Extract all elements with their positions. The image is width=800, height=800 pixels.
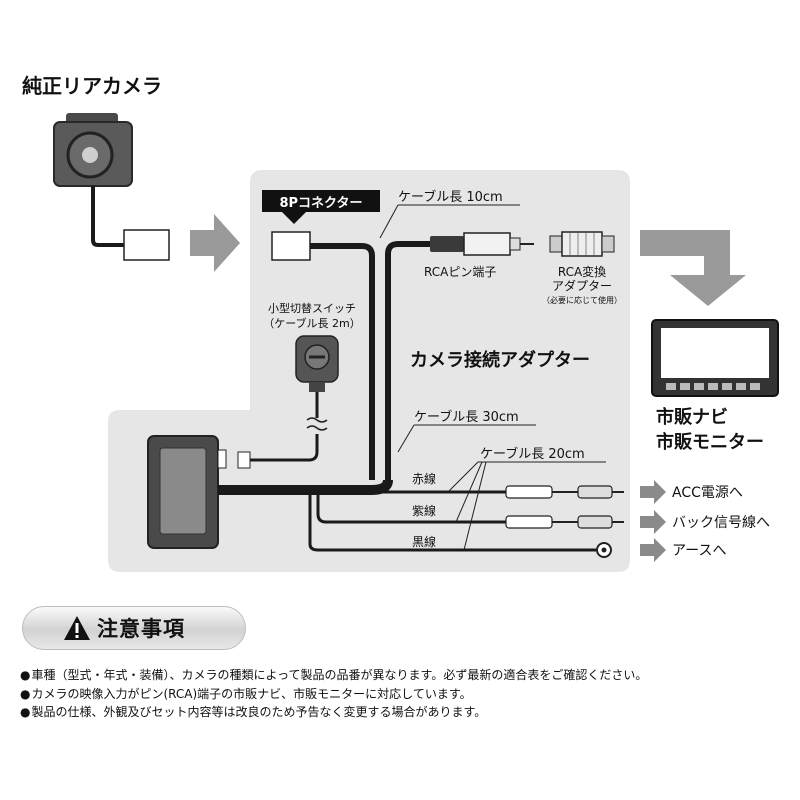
- notice-list: 車種（型式・年式・装備）、カメラの種類によって製品の品番が異なります。必ず最新の…: [20, 666, 780, 722]
- earth-destination: アースへ: [672, 543, 726, 559]
- connector-label: 8Pコネクター: [279, 196, 362, 211]
- rca-adapter-icon: [549, 231, 615, 257]
- red-wire-terminal-icon: [505, 485, 624, 499]
- camera-title: 純正リアカメラ: [22, 74, 162, 98]
- switch-connector: [237, 451, 251, 469]
- back-arrow-icon: [640, 510, 666, 534]
- connector-badge-pointer: [282, 212, 306, 224]
- adapter-8p-connector: [271, 231, 311, 261]
- rca-adapter-label-1: RCA変換: [558, 264, 606, 279]
- switch-icon: [295, 335, 339, 392]
- notice-title-banner: 注意事項: [22, 606, 246, 650]
- switch-cable: [250, 392, 319, 462]
- black-wire-label: 黒線: [412, 534, 436, 549]
- leader-10cm: [379, 204, 399, 239]
- red-wire-label: 赤線: [412, 471, 436, 486]
- warning-icon: [64, 616, 90, 640]
- back-destination: バック信号線へ: [672, 515, 770, 531]
- rca-pin-label: RCAピン端子: [424, 265, 496, 279]
- monitor-label-2: 市販モニター: [656, 431, 764, 453]
- notice-item: 製品の仕様、外観及びセット内容等は改良のため予告なく変更する場合があります。: [20, 703, 780, 722]
- earth-arrow-icon: [640, 538, 666, 562]
- connector-cable: [310, 243, 375, 480]
- leader-30cm: [397, 424, 415, 453]
- acc-arrow-icon: [640, 480, 666, 504]
- purple-wire: [316, 494, 506, 524]
- leader-20cm-c: [463, 461, 487, 551]
- rca-pin-plug-icon: [430, 232, 534, 256]
- rca-adapter-note: （必要に応じて使用）: [542, 295, 622, 305]
- notice-item: カメラの映像入力がピン(RCA)端子の市販ナビ、市販モニターに対応しています。: [20, 685, 780, 704]
- acc-destination: ACC電源へ: [672, 485, 743, 501]
- cable-length-30cm: ケーブル長 30cm: [414, 409, 519, 425]
- arrow-right-icon: [190, 214, 240, 272]
- camera-cable: [91, 186, 124, 247]
- camera-connector: [123, 229, 170, 261]
- switch-label-2: （ケーブル長 2m）: [263, 316, 361, 330]
- notice-item: 車種（型式・年式・装備）、カメラの種類によって製品の品番が異なります。必ず最新の…: [20, 666, 780, 685]
- leader-20cm-a: [447, 461, 479, 493]
- cable-break-mark: [306, 417, 328, 431]
- purple-wire-terminal-icon: [505, 515, 624, 529]
- monitor-label-1: 市販ナビ: [656, 406, 728, 428]
- cable-length-20cm: ケーブル長 20cm: [480, 446, 585, 462]
- connector-badge: [262, 190, 380, 212]
- monitor-icon: [651, 319, 779, 397]
- rca-cable: [385, 241, 432, 480]
- switch-label-1: 小型切替スイッチ: [268, 301, 356, 315]
- purple-wire-label: 紫線: [412, 503, 436, 518]
- leader-20cm-b: [455, 461, 483, 523]
- rca-adapter-label-2: アダプター: [552, 278, 612, 293]
- cable-length-10cm: ケーブル長 10cm: [398, 189, 503, 205]
- rear-camera-icon: [53, 113, 133, 187]
- notice-title: 注意事項: [97, 617, 185, 641]
- adapter-cable-bundle: [218, 479, 393, 495]
- arrow-down-icon: [640, 230, 746, 306]
- adapter-title: カメラ接続アダプター: [410, 349, 590, 371]
- black-wire: [308, 494, 596, 552]
- adapter-box-icon: [147, 435, 227, 549]
- earth-ring-terminal-icon: [596, 542, 612, 558]
